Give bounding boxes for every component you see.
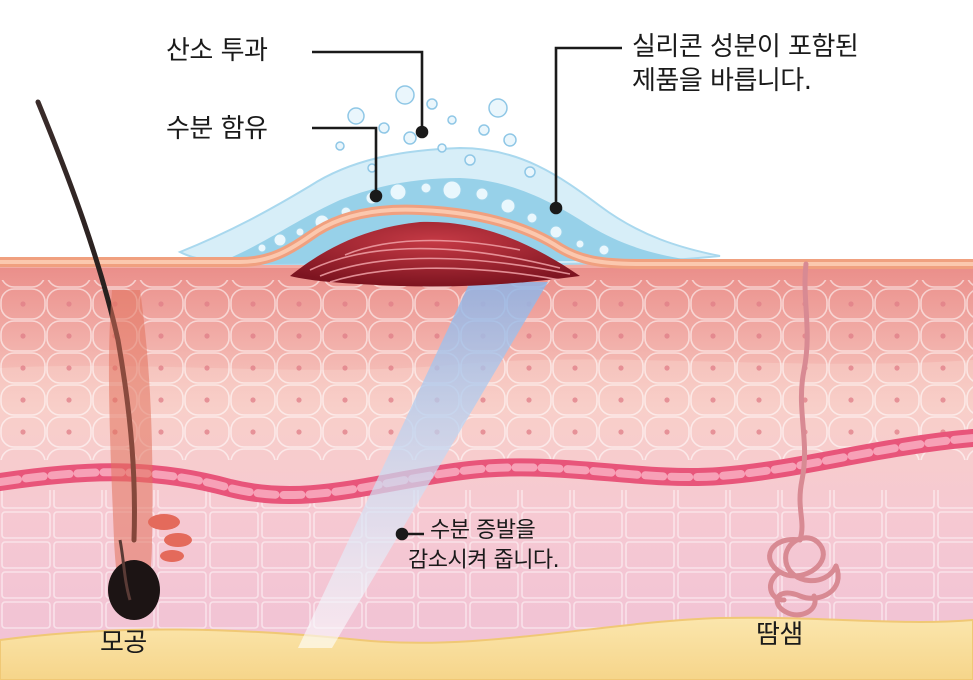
label-sweat-gland: 땀샘 <box>756 620 803 650</box>
sebaceous-gland <box>148 514 192 562</box>
fat-layer <box>0 616 973 680</box>
label-oxygen-permeation: 산소 투과 <box>166 36 268 66</box>
label-silicone-product: 실리콘 성분이 포함된 제품을 바릅니다. <box>632 30 859 98</box>
label-evaporation-line1: 수분 증발을 <box>430 518 536 543</box>
sweat-duct <box>797 261 810 543</box>
label-silicone-line2: 제품을 바릅니다. <box>632 66 812 96</box>
label-pore: 모공 <box>100 628 147 658</box>
hair-bulb <box>108 560 160 620</box>
label-moisture-retention: 수분 함유 <box>166 114 268 144</box>
scar-tissue <box>290 221 580 287</box>
label-silicone-line1: 실리콘 성분이 포함된 <box>632 32 859 62</box>
leader-lines <box>312 46 622 541</box>
sweat-gland-coil <box>767 535 841 618</box>
label-evaporation-line2: 감소시켜 줍니다. <box>408 548 560 573</box>
evaporation-beam <box>298 282 548 648</box>
label-evaporation: 수분 증발을 감소시켜 줍니다. <box>408 516 560 576</box>
